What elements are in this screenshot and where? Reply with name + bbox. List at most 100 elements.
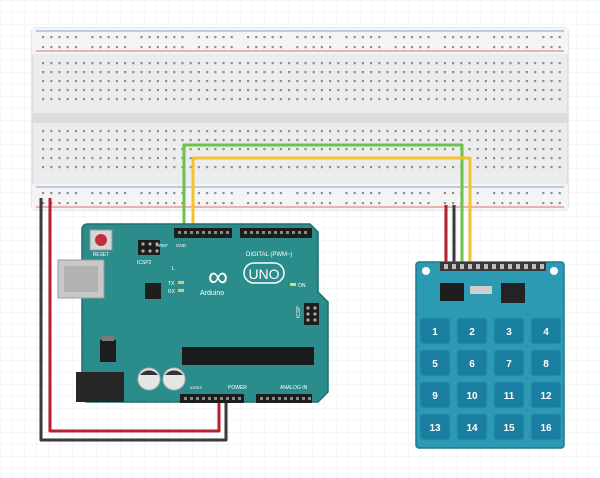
key-10[interactable]: 10 (456, 381, 488, 409)
key-pad[interactable] (493, 381, 525, 409)
key-16[interactable]: 16 (530, 413, 562, 441)
regulator-tab (102, 336, 114, 341)
breadboard-bottom-rail (32, 184, 568, 210)
key-12[interactable]: 12 (530, 381, 562, 409)
rail-hole (140, 46, 143, 49)
wire-red-left (48, 198, 221, 433)
key-13[interactable]: 13 (419, 413, 451, 441)
rail-hole (173, 192, 176, 195)
terminal-hole (99, 80, 102, 83)
terminal-hole (493, 166, 496, 169)
key-pad[interactable] (530, 413, 562, 441)
key-14[interactable]: 14 (456, 413, 488, 441)
key-pad[interactable] (493, 317, 525, 345)
terminal-hole (247, 139, 250, 142)
terminal-hole (132, 89, 135, 92)
rail-hole (394, 36, 397, 39)
breadboard-center-channel (32, 113, 568, 123)
terminal-hole (165, 80, 168, 83)
reset-button[interactable] (95, 234, 107, 246)
terminal-hole (558, 148, 561, 151)
key-pad[interactable] (456, 317, 488, 345)
terminal-hole (83, 139, 86, 142)
key-pad[interactable] (493, 413, 525, 441)
rail-hole (443, 202, 446, 205)
terminal-hole (247, 89, 250, 92)
rail-hole (214, 192, 217, 195)
key-pad[interactable] (419, 381, 451, 409)
terminal-hole (534, 139, 537, 142)
key-pad[interactable] (530, 349, 562, 377)
terminal-hole (386, 148, 389, 151)
terminal-hole (107, 80, 110, 83)
terminal-hole (394, 139, 397, 142)
terminal-hole (42, 139, 45, 142)
key-pad[interactable] (493, 349, 525, 377)
terminal-hole (271, 80, 274, 83)
key-pad[interactable] (456, 381, 488, 409)
key-pad[interactable] (530, 381, 562, 409)
terminal-hole (435, 98, 438, 101)
key-pad[interactable] (419, 349, 451, 377)
key-11[interactable]: 11 (493, 381, 525, 409)
key-pad[interactable] (419, 317, 451, 345)
terminal-hole (427, 71, 430, 74)
key-15[interactable]: 15 (493, 413, 525, 441)
rail-hole (361, 36, 364, 39)
rail-hole (312, 192, 315, 195)
terminal-hole (493, 62, 496, 65)
terminal-hole (66, 80, 69, 83)
terminal-hole (452, 62, 455, 65)
rail-hole (74, 192, 77, 195)
terminal-hole (214, 71, 217, 74)
terminal-hole (206, 62, 209, 65)
module-pin (524, 264, 528, 269)
rail-hole (214, 36, 217, 39)
terminal-hole (214, 98, 217, 101)
key-1[interactable]: 1 (419, 317, 451, 345)
key-2[interactable]: 2 (456, 317, 488, 345)
power-jack (76, 372, 124, 402)
key-pad[interactable] (456, 349, 488, 377)
terminal-hole (288, 130, 291, 133)
terminal-hole (435, 139, 438, 142)
terminal-hole (460, 139, 463, 142)
terminal-hole (156, 98, 159, 101)
terminal-hole (493, 130, 496, 133)
key-7[interactable]: 7 (493, 349, 525, 377)
terminal-hole (50, 98, 53, 101)
key-8[interactable]: 8 (530, 349, 562, 377)
key-4[interactable]: 4 (530, 317, 562, 345)
key-label: 2 (469, 327, 475, 338)
key-pad[interactable] (419, 413, 451, 441)
terminal-hole (337, 62, 340, 65)
terminal-hole (378, 80, 381, 83)
key-3[interactable]: 3 (493, 317, 525, 345)
terminal-hole (320, 62, 323, 65)
key-9[interactable]: 9 (419, 381, 451, 409)
terminal-hole (501, 130, 504, 133)
key-6[interactable]: 6 (456, 349, 488, 377)
rail-hole (501, 192, 504, 195)
terminal-hole (156, 139, 159, 142)
rail-hole (50, 192, 53, 195)
terminal-hole (411, 80, 414, 83)
terminal-hole (558, 130, 561, 133)
rail-hole (222, 46, 225, 49)
terminal-hole (501, 71, 504, 74)
terminal-hole (156, 166, 159, 169)
terminal-hole (386, 71, 389, 74)
terminal-hole (74, 139, 77, 142)
key-5[interactable]: 5 (419, 349, 451, 377)
key-pad[interactable] (530, 317, 562, 345)
header-pin (214, 397, 217, 400)
rail-hole (58, 36, 61, 39)
key-pad[interactable] (456, 413, 488, 441)
terminal-hole (329, 130, 332, 133)
terminal-hole (419, 89, 422, 92)
terminal-hole (206, 71, 209, 74)
terminal-hole (493, 157, 496, 160)
terminal-hole (517, 98, 520, 101)
terminal-hole (345, 139, 348, 142)
terminal-hole (271, 71, 274, 74)
